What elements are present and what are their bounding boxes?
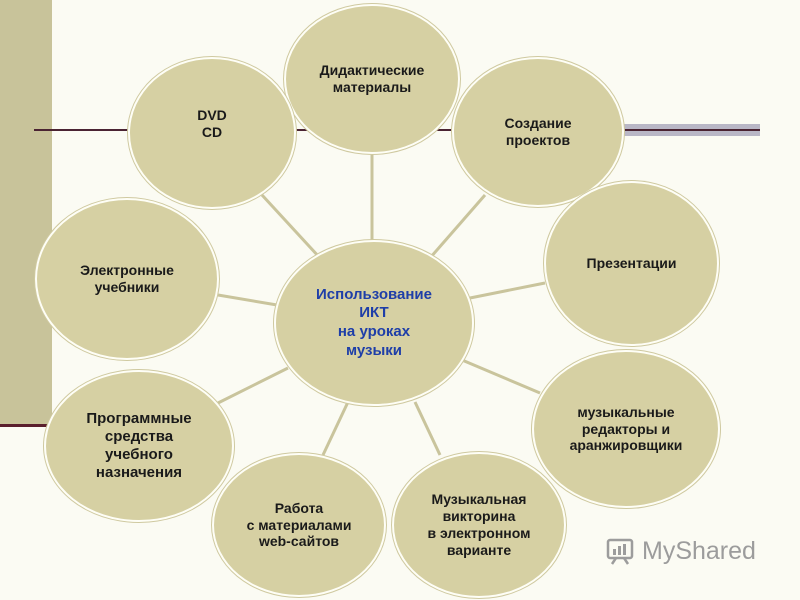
myshared-watermark-text: MyShared xyxy=(642,536,756,565)
node-center-ict-music: Использование ИКТ на уроках музыки xyxy=(274,240,474,406)
node-create-projects-label: Создание проектов xyxy=(504,115,572,148)
node-didactic-materials: Дидактические материалы xyxy=(284,4,460,154)
connector-quiz xyxy=(413,401,442,456)
header-rule-right xyxy=(622,129,760,131)
node-dvd-cd-label: DVD CD xyxy=(197,107,227,140)
connector-projects xyxy=(428,194,487,259)
node-dvd-cd: DVD CD xyxy=(128,57,296,209)
header-rule-left xyxy=(34,129,129,131)
node-music-quiz-label: Музыкальная викторина в электронном вари… xyxy=(427,491,531,558)
node-presentations-label: Презентации xyxy=(586,255,677,272)
connector-music-editors xyxy=(461,358,541,395)
connector-presentations xyxy=(469,281,546,300)
node-music-quiz: Музыкальная викторина в электронном вари… xyxy=(392,452,566,598)
node-e-textbooks: Электронные учебники xyxy=(35,198,219,360)
node-educational-software-label: Программные средства учебного назначения xyxy=(86,410,192,481)
connector-dvd xyxy=(260,193,322,260)
connector-web xyxy=(321,401,350,456)
node-educational-software: Программные средства учебного назначения xyxy=(44,370,234,522)
node-center-label: Использование ИКТ на уроках музыки xyxy=(316,285,432,359)
left-decor-band xyxy=(0,0,52,425)
node-create-projects: Создание проектов xyxy=(452,57,624,207)
connector-software xyxy=(217,366,289,405)
node-music-editors: музыкальные редакторы и аранжировщики xyxy=(532,350,720,508)
myshared-watermark: MyShared xyxy=(606,536,756,566)
node-didactic-materials-label: Дидактические материалы xyxy=(319,62,425,95)
node-music-editors-label: музыкальные редакторы и аранжировщики xyxy=(569,403,683,454)
node-web-materials: Работа с материалами web-сайтов xyxy=(212,453,386,597)
myshared-logo-icon xyxy=(606,538,634,565)
node-web-materials-label: Работа с материалами web-сайтов xyxy=(246,499,352,550)
connector-etextbooks xyxy=(217,293,278,307)
node-e-textbooks-label: Электронные учебники xyxy=(80,262,174,295)
node-presentations: Презентации xyxy=(544,181,719,346)
left-decor-line xyxy=(0,424,52,427)
